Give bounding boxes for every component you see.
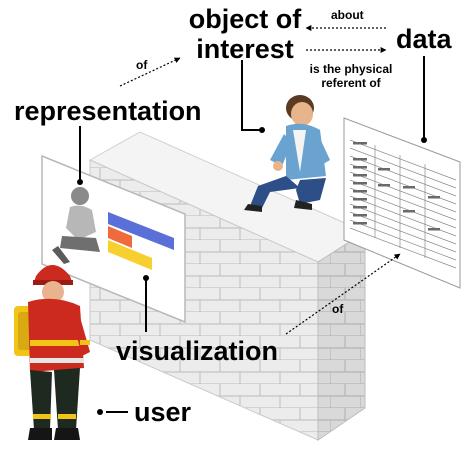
is-physical-referent-line1: is the physical: [309, 62, 393, 76]
user-label: user: [134, 397, 192, 427]
is-physical-referent-line2: referent of: [321, 76, 381, 90]
bar-yellow: [108, 240, 152, 270]
bar-blue: [108, 212, 174, 250]
bar-orange: [108, 226, 132, 248]
visualization-label: visualization: [116, 336, 279, 366]
of-top-arrow: [119, 57, 181, 87]
of-bottom-label: of: [332, 302, 344, 316]
is-physical-referent-label: is the physical referent of: [298, 62, 404, 90]
data-label: data: [396, 24, 452, 54]
representation-label: representation: [14, 96, 202, 126]
grayscale-person-icon: [52, 187, 100, 264]
of-top-label: of: [136, 58, 148, 72]
object-of-interest-line1: object of: [188, 4, 302, 34]
firefighter-icon: [14, 265, 90, 440]
relation-arrows: [119, 25, 401, 335]
data-table-sheet-icon: [343, 117, 461, 289]
leader-lines: [77, 56, 427, 415]
seated-person-icon: [244, 95, 330, 212]
visualization-panel: [41, 154, 186, 324]
of-bottom-arrow: [285, 253, 401, 335]
about-label: about: [331, 8, 364, 22]
object-of-interest-label: object of interest: [184, 4, 306, 64]
object-of-interest-leader: [241, 60, 262, 131]
wall-side: [317, 231, 366, 441]
object-of-interest-line2: interest: [196, 34, 294, 64]
